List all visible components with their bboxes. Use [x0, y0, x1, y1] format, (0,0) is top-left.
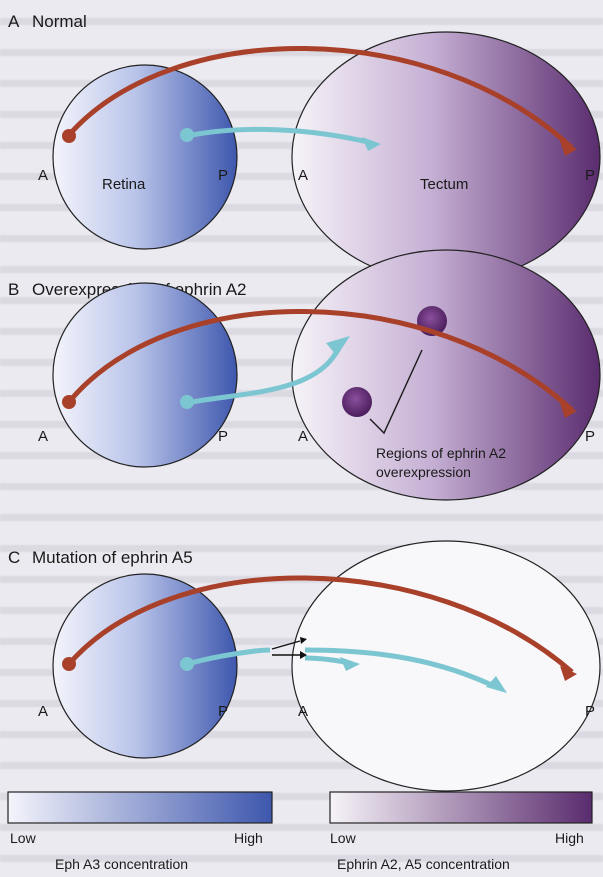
nasal-axon-terminal: [486, 676, 507, 693]
temporal-cell-body: [62, 657, 76, 671]
legend-gradient-bar: [329, 791, 593, 824]
panel-b: B Overexpression of ephrin A2 A P A P Re…: [8, 249, 601, 501]
label-tectum-anterior: A: [298, 428, 308, 445]
temporal-axon: [67, 575, 574, 674]
nasal-cell-body: [180, 128, 194, 142]
label-retina-posterior: P: [218, 703, 228, 720]
retina-eye: [52, 573, 238, 759]
panel-a: A Normal A Retina P A Tectum P: [8, 12, 601, 283]
panel-b-letter: B: [8, 280, 19, 299]
legend-gradient-bar: [7, 791, 273, 824]
temporal-axon-terminal: [560, 666, 577, 681]
label-retina-anterior: A: [38, 167, 48, 184]
temporal-cell-body: [62, 129, 76, 143]
temporal-cell-body: [62, 395, 76, 409]
label-tectum: Tectum: [420, 176, 468, 193]
label-tectum-posterior: P: [585, 428, 595, 445]
label-retina-anterior: A: [38, 703, 48, 720]
nasal-axon: [186, 343, 343, 406]
arrow-line: [271, 640, 301, 650]
temporal-axon-terminal: [560, 141, 577, 156]
label-retina-posterior: P: [218, 167, 228, 184]
label-tectum-posterior: P: [585, 167, 595, 184]
legend-high-label: High: [234, 830, 263, 846]
temporal-axon: [67, 309, 574, 412]
nasal-axon-terminal: [340, 657, 360, 671]
legend-low-label: Low: [10, 830, 37, 846]
nasal-axon-branch: [304, 647, 500, 691]
legend-ephrin-a2-a5: Low High Ephrin A2, A5 concentration: [329, 791, 593, 872]
annotation-line-1: Regions of ephrin A2: [376, 445, 506, 461]
tectum: [291, 249, 601, 501]
annotation-line-2: overexpression: [376, 464, 471, 480]
label-retina: Retina: [102, 176, 146, 193]
temporal-axon: [67, 46, 574, 150]
nasal-axon-terminal: [362, 137, 381, 151]
label-retina-anterior: A: [38, 428, 48, 445]
temporal-axon-terminal: [560, 403, 577, 418]
tectum: [291, 31, 601, 283]
nasal-axon: [186, 126, 373, 146]
legend-eph-a3: Low High Eph A3 concentration: [7, 791, 273, 872]
label-retina-posterior: P: [218, 428, 228, 445]
panel-a-title: Normal: [32, 12, 87, 31]
legend-high-label: High: [555, 830, 584, 846]
label-tectum-posterior: P: [585, 703, 595, 720]
legend-caption: Eph A3 concentration: [55, 856, 188, 872]
ephrin-a2-overexpression-spot: [342, 387, 372, 417]
nasal-axon-terminal: [326, 336, 350, 356]
nasal-cell-body: [180, 395, 194, 409]
retina-eye: [52, 64, 238, 250]
legend-low-label: Low: [330, 830, 357, 846]
panel-c-title: Mutation of ephrin A5: [32, 548, 193, 567]
annotation-pointer: [369, 349, 423, 435]
nasal-axon: [186, 647, 271, 667]
panel-c: C Mutation of ephrin A5 A P A P: [8, 540, 601, 792]
panel-c-letter: C: [8, 548, 20, 567]
label-tectum-anterior: A: [298, 703, 308, 720]
arrowhead: [300, 637, 307, 644]
label-tectum-anterior: A: [298, 167, 308, 184]
retina-eye: [52, 282, 238, 468]
arrowhead: [300, 651, 307, 659]
panel-a-letter: A: [8, 12, 20, 31]
legend-caption: Ephrin A2, A5 concentration: [337, 856, 510, 872]
